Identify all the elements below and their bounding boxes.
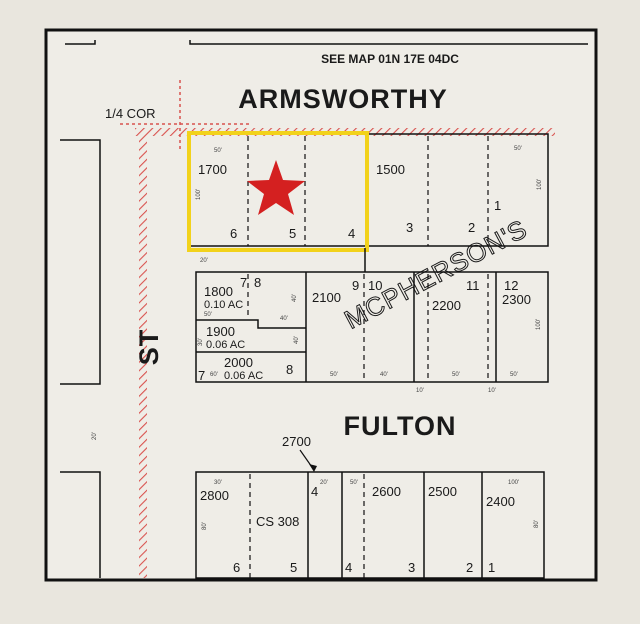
- map-reference-bracket: [189, 40, 588, 45]
- lot-number: 4: [345, 560, 352, 575]
- dimension-label: 50': [330, 372, 338, 378]
- lot-number: 8: [254, 275, 261, 290]
- parcel-number: 2600: [372, 484, 401, 499]
- dimension-label: 40': [292, 294, 298, 302]
- dimension-label: 40': [294, 336, 300, 344]
- lot-number: 1: [488, 560, 495, 575]
- street-right-of-way-hatch: [139, 136, 147, 578]
- lot-number: 6: [230, 226, 237, 241]
- parcel-number: 1500: [376, 162, 405, 177]
- callout-arrowhead: [309, 464, 317, 472]
- middle-block: [195, 271, 549, 383]
- lot-number: 7: [240, 275, 247, 290]
- parcel-number: 2800: [200, 488, 229, 503]
- lot-number: 3: [406, 220, 413, 235]
- west-block-lower: [60, 471, 101, 578]
- dimension-label: 50': [514, 146, 522, 152]
- street-fulton: FULTON: [344, 411, 457, 441]
- parcel-number: 1700: [198, 162, 227, 177]
- lot-number: 5: [290, 560, 297, 575]
- subject-parcel-highlight: [187, 131, 369, 252]
- dimension-label: 10': [416, 388, 424, 394]
- west-block-upper: [60, 139, 101, 385]
- subject-star-marker: [247, 160, 305, 215]
- dimension-label: 40': [380, 372, 388, 378]
- lot-number: 3: [408, 560, 415, 575]
- lot-number: 4: [311, 484, 318, 499]
- dimension-label: 30': [214, 480, 222, 486]
- dimension-label: 20': [320, 480, 328, 486]
- dimension-label: 40': [280, 316, 288, 322]
- parcel-number: 2300: [502, 292, 531, 307]
- lot-number: 12: [504, 278, 518, 293]
- dimension-label: 20': [200, 258, 208, 264]
- lot-number: 6: [233, 560, 240, 575]
- parcel-acreage: 0.10 AC: [204, 299, 243, 311]
- dimension-label: 100': [508, 480, 519, 486]
- street-st: ST: [134, 329, 164, 366]
- dimension-label: 80': [202, 522, 208, 530]
- parcel-acreage: 0.06 AC: [206, 339, 245, 351]
- dimension-label: 10': [488, 388, 496, 394]
- dimension-label: 20': [92, 432, 98, 440]
- lot-number: 2: [466, 560, 473, 575]
- dimension-label: 100': [196, 189, 202, 200]
- parcel-number: 2100: [312, 290, 341, 305]
- parcel-number: 2500: [428, 484, 457, 499]
- street-armsworthy: ARMSWORTHY: [238, 84, 447, 114]
- map-reference-label: SEE MAP 01N 17E 04DC: [321, 52, 459, 66]
- lot-number: 5: [289, 226, 296, 241]
- lot-number: 9: [352, 278, 359, 293]
- south-block: [195, 471, 545, 579]
- parcel-acreage: 0.06 AC: [224, 370, 263, 382]
- dimension-label: 50': [510, 372, 518, 378]
- quarter-corner-label: 1/4 COR: [105, 106, 156, 121]
- dimension-label: 50': [452, 372, 460, 378]
- corner-bracket: [65, 40, 96, 45]
- dimension-label: 50': [214, 148, 222, 154]
- dimension-label: 50': [350, 480, 358, 486]
- dimension-label: 100': [537, 179, 543, 190]
- lot-number: 7: [198, 368, 205, 383]
- parcel-number: 1800: [204, 284, 233, 299]
- lot-number: 1: [494, 198, 501, 213]
- parcel-number: 2200: [432, 298, 461, 313]
- lot-number: 11: [466, 278, 480, 293]
- parcel-number: 2000: [224, 355, 253, 370]
- map-frame: [44, 28, 598, 582]
- dimension-label: 50': [204, 312, 212, 318]
- lot-number: 10: [368, 278, 382, 293]
- dimension-label: 60': [210, 372, 218, 378]
- lot-number: 2: [468, 220, 475, 235]
- parcel-number: 2400: [486, 494, 515, 509]
- lot-number: 4: [348, 226, 355, 241]
- parcel-number: CS 308: [256, 514, 299, 529]
- dimension-label: 100': [536, 319, 542, 330]
- parcel-line: [196, 319, 306, 329]
- lot-number: 8: [286, 362, 293, 377]
- parcel-number: 1900: [206, 324, 235, 339]
- callout-parcel-number: 2700: [282, 434, 311, 449]
- dimension-label: 30': [198, 338, 204, 346]
- dimension-label: 80': [534, 520, 540, 528]
